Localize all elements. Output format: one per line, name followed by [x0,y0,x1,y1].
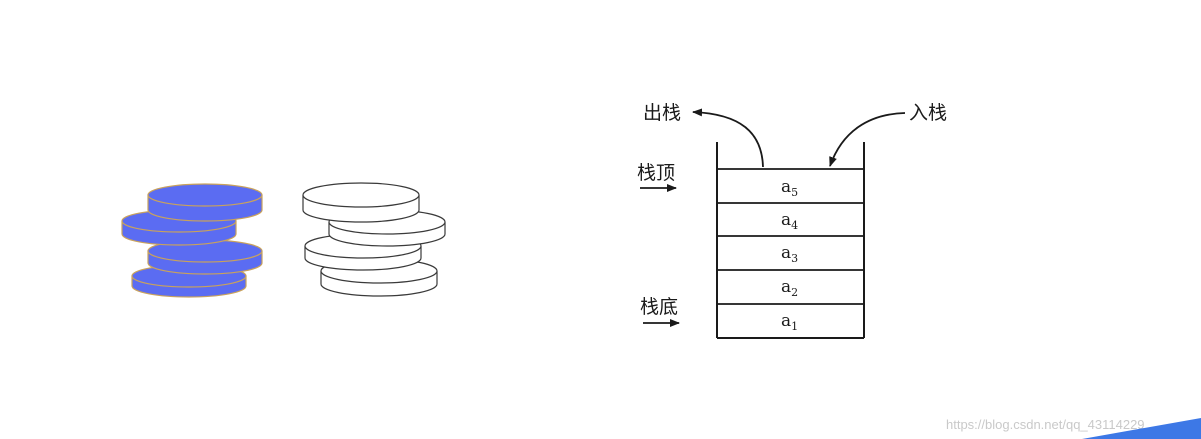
stack-cell-label: a1 [781,311,798,333]
outline-coin [302,182,420,223]
stack-top-label: 栈顶 [637,162,675,184]
stack-cell-label: a3 [781,243,798,265]
corner-accent [1082,418,1201,439]
filled-coin [147,183,263,222]
stack-cell-label: a5 [781,177,798,199]
watermark-text: https://blog.csdn.net/qq_43114229 [946,417,1145,432]
stack-cell-label: a2 [781,277,798,299]
pop-arrow [692,108,764,168]
push-arrow [829,112,906,167]
filled-coin-stack [121,183,263,298]
stack-diagram: a5 a4 a3 a2 a1 出栈 入栈 栈顶 栈底 [637,102,947,339]
outline-coin-stack [302,182,446,297]
push-label: 入栈 [909,102,947,124]
stack-bottom-label: 栈底 [640,296,678,318]
pop-label: 出栈 [643,102,681,124]
stack-cell-label: a4 [781,210,798,232]
